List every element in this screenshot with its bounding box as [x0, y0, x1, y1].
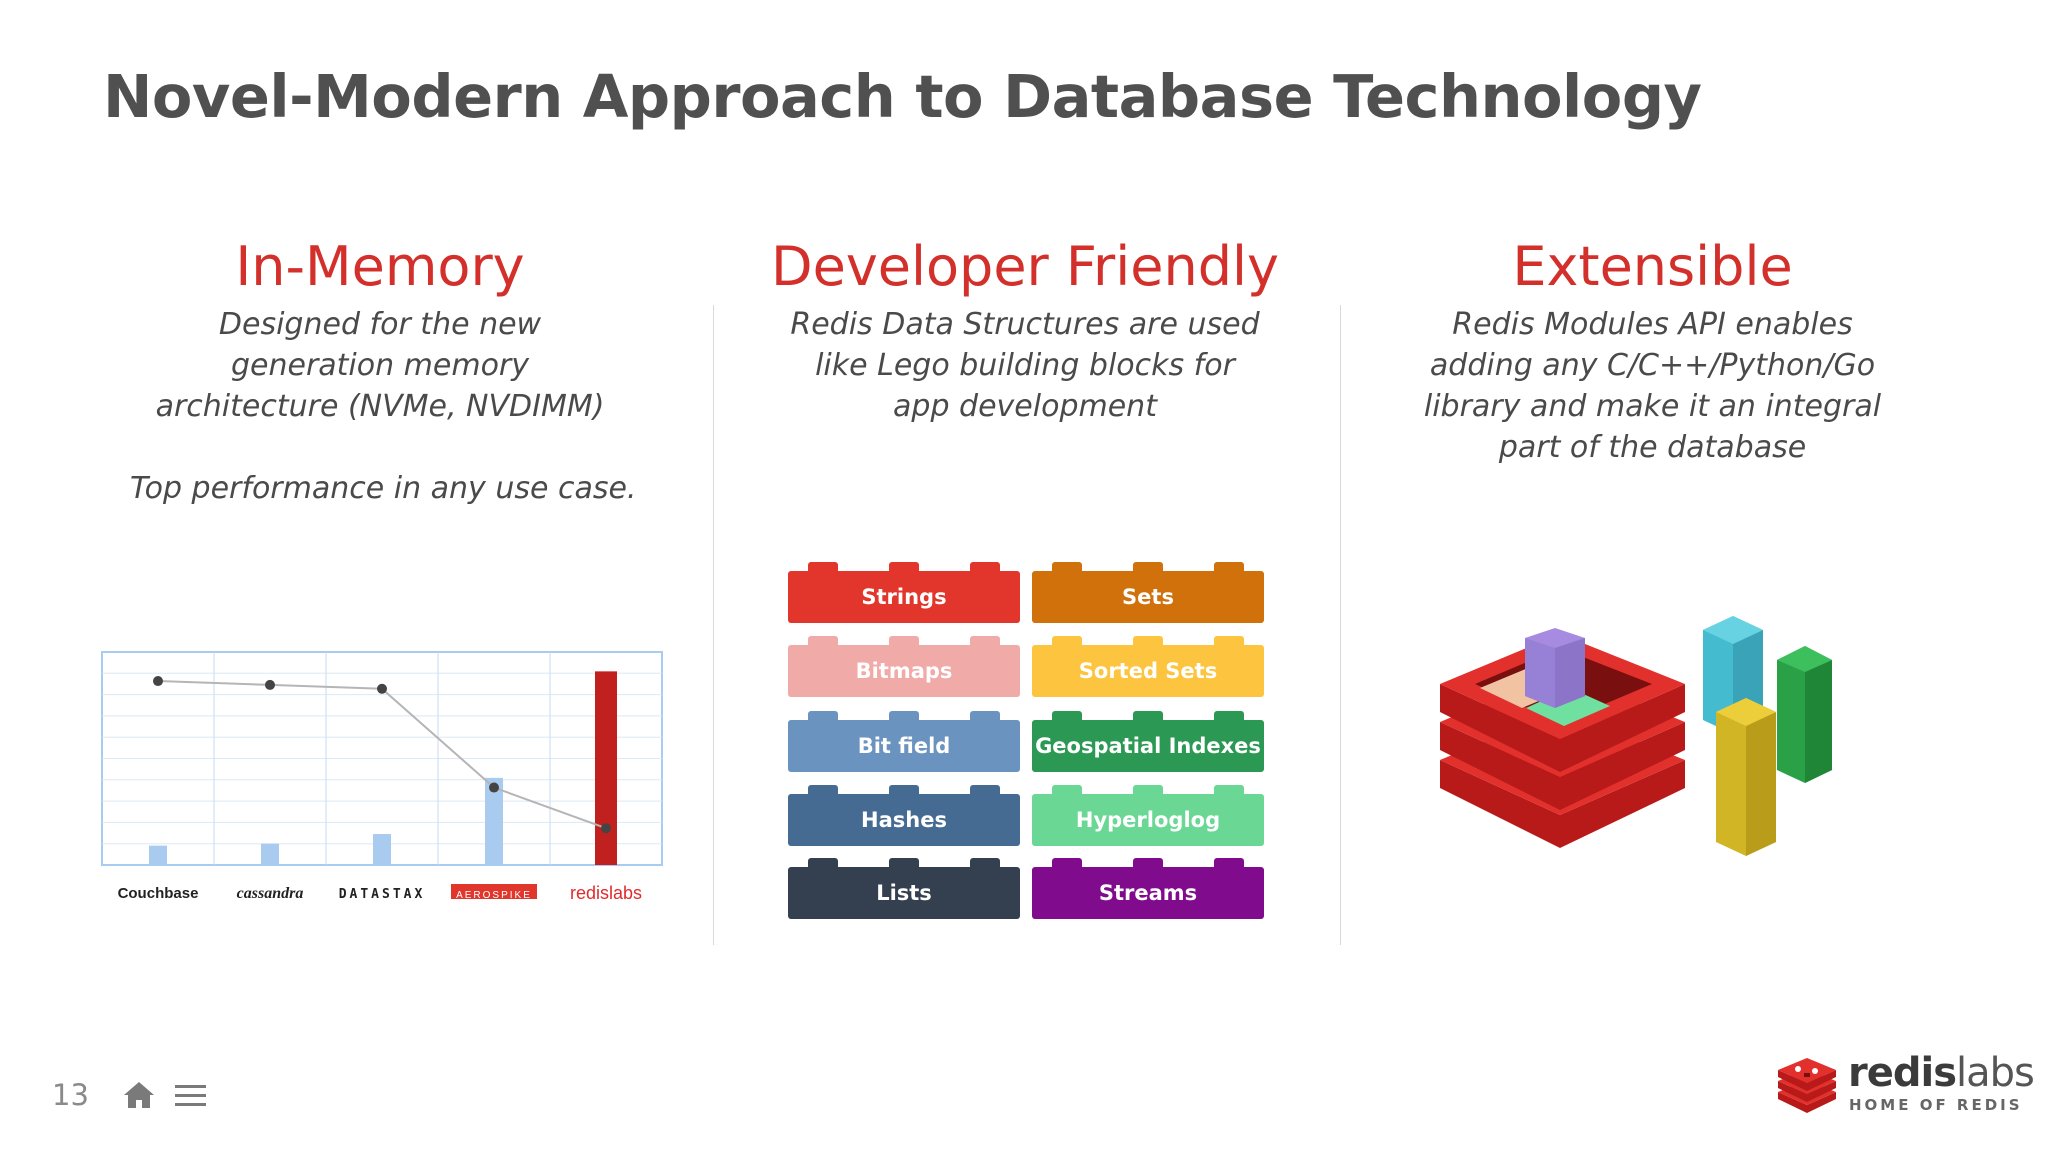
lego-block: Geospatial Indexes [1032, 711, 1264, 772]
lego-stud [1052, 636, 1082, 646]
lego-stud [1133, 636, 1163, 646]
column-heading: Extensible [1512, 235, 1793, 298]
chart-bar [595, 671, 617, 865]
redis-stack-icon [1440, 628, 1685, 848]
chart-point [489, 782, 499, 793]
lego-block-label: Bitmaps [855, 659, 953, 683]
redislabs-logo-icon [1778, 1058, 1836, 1113]
lego-stud [970, 858, 1000, 868]
lego-block-label: Hashes [861, 808, 947, 832]
lego-stud [970, 785, 1000, 795]
chart-point [601, 823, 611, 834]
lego-stud [889, 562, 919, 572]
lego-stud [1052, 858, 1082, 868]
lego-stud [1214, 785, 1244, 795]
slide-title: Novel-Modern Approach to Database Techno… [103, 62, 1702, 131]
lego-block-label: Sets [1122, 585, 1174, 609]
column-heading: In-Memory [235, 235, 525, 298]
page-number: 13 [52, 1078, 89, 1112]
lego-stud [808, 636, 838, 646]
chart-category-label: cassandra [237, 885, 304, 902]
lego-stud [1133, 711, 1163, 721]
chart-point [377, 683, 387, 694]
chart-line [153, 676, 611, 834]
logo-main: redis [1848, 1050, 1957, 1096]
lego-block: Hyperloglog [1032, 785, 1264, 846]
chart-category-label: Couchbase [118, 885, 199, 902]
column-developer-friendly: Developer Friendly Redis Data Structures… [765, 234, 1285, 427]
performance-chart: Couchbase cassandra DATASTAX AEROSPIKE redis… [101, 651, 663, 903]
column-description: Redis Modules API enables adding any C/C… [1423, 307, 1882, 465]
logo-tagline: HOME OF REDIS [1849, 1096, 2023, 1114]
lego-stud [1214, 562, 1244, 572]
lego-stud [970, 636, 1000, 646]
lego-block: Sorted Sets [1032, 636, 1264, 697]
lego-block: Streams [1032, 858, 1264, 919]
column-heading: Developer Friendly [771, 235, 1279, 298]
lego-stud [1133, 562, 1163, 572]
lego-block: Hashes [788, 785, 1020, 846]
home-icon[interactable] [122, 1080, 156, 1110]
divider-left [713, 305, 714, 945]
lego-block: Sets [1032, 562, 1264, 623]
lego-block-label: Streams [1098, 881, 1198, 905]
lego-block: Bit field [788, 711, 1020, 772]
lego-stud [970, 711, 1000, 721]
column-extra: Top performance in any use case. [130, 471, 637, 506]
chart-category-label: AEROSPIKE [456, 890, 532, 901]
lego-stud [808, 858, 838, 868]
lego-stud [1052, 785, 1082, 795]
logo-wordmark: redislabs [1848, 1050, 2035, 1096]
lego-stud [970, 562, 1000, 572]
chart-bar [485, 777, 503, 865]
chart-category-label: DATASTAX [339, 887, 426, 902]
chart-bar [261, 843, 279, 865]
column-description: Designed for the new generation memory a… [155, 307, 605, 424]
lego-block-label: Hyperloglog [1075, 808, 1221, 832]
column-description: Redis Data Structures are used like Lego… [790, 307, 1260, 424]
chart-bar [149, 845, 167, 865]
lego-stud [889, 636, 919, 646]
lego-block: Bitmaps [788, 636, 1020, 697]
module-blocks-icon [1703, 616, 1832, 856]
lego-block-label: Strings [861, 585, 947, 609]
lego-stud [1052, 711, 1082, 721]
chart-point [153, 676, 163, 687]
chart-labels: Couchbase cassandra DATASTAX AEROSPIKE redis… [118, 883, 642, 903]
lego-stud [889, 785, 919, 795]
menu-icon[interactable] [175, 1083, 207, 1109]
column-extensible: Extensible Redis Modules API enables add… [1400, 234, 1905, 468]
lego-stud [1133, 858, 1163, 868]
column-in-memory: In-Memory Designed for the new generatio… [130, 234, 637, 509]
chart-category-label: redislabs [570, 883, 642, 903]
lego-stud [1133, 785, 1163, 795]
chart-bar [373, 834, 391, 865]
aerospike-label-bg [451, 884, 537, 899]
chart-bars [149, 671, 617, 865]
lego-stud [808, 562, 838, 572]
lego-block-label: Lists [876, 881, 932, 905]
logo-light: labs [1956, 1050, 2035, 1096]
lego-stud [808, 785, 838, 795]
lego-block-label: Sorted Sets [1078, 659, 1218, 683]
lego-stud [1214, 636, 1244, 646]
lego-stud [889, 858, 919, 868]
lego-stud [889, 711, 919, 721]
lego-block-label: Geospatial Indexes [1035, 734, 1261, 758]
chart-point [265, 679, 275, 690]
lego-stud [1214, 711, 1244, 721]
lego-stud [1214, 858, 1244, 868]
divider-right [1340, 305, 1341, 945]
redis-modules-illustration [1440, 616, 1832, 856]
lego-block-label: Bit field [857, 734, 951, 758]
lego-stud [1052, 562, 1082, 572]
lego-block: Strings [788, 562, 1020, 623]
lego-block: Lists [788, 858, 1020, 919]
lego-stud [808, 711, 838, 721]
